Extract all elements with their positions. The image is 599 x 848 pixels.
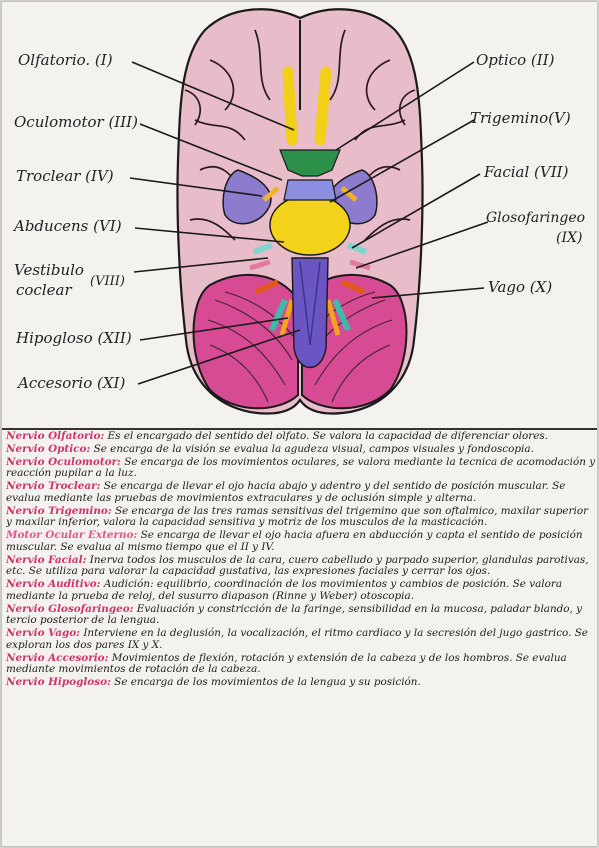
note-text: Se encarga de las tres ramas sensitivas … <box>6 504 589 529</box>
note-glosofaringeo: Nervio Glosofaringeo: Evaluación y const… <box>6 602 596 627</box>
note-text: Se encarga de los movimientos oculares, … <box>6 455 596 480</box>
note-title: Nervio Facial: <box>6 553 87 566</box>
note-optico: Nervio Optico: Se encarga de la visión s… <box>6 442 596 456</box>
temporal-lobe-left <box>222 169 272 225</box>
note-oculomotor: Nervio Oculomotor: Se encarga de los mov… <box>6 455 596 480</box>
olfactory-tract-left <box>282 66 298 146</box>
note-text: Se encarga de llevar el ojo hacia afuera… <box>6 529 583 553</box>
note-trigemino: Nervio Trigemino: Se encarga de las tres… <box>6 504 596 529</box>
note-title: Nervio Hipogloso: <box>6 676 111 689</box>
label-coclear: coclear <box>16 281 72 299</box>
brain-diagram <box>129 8 489 415</box>
note-title: Nervio Olfatorio: <box>6 431 105 442</box>
cerebellum-left <box>192 273 299 410</box>
section-divider <box>2 428 597 430</box>
note-text: Audición: equilibrio, coordinación de lo… <box>6 578 563 602</box>
note-title: Nervio Accesorio: <box>6 651 109 664</box>
note-text: Se encarga de la visión se evalua la agu… <box>93 442 534 455</box>
label-vestibulo-num: (VIII) <box>90 274 125 289</box>
note-text: Evaluación y constricción de la faringe,… <box>6 602 583 627</box>
label-troclear: Troclear (IV) <box>16 167 114 185</box>
label-vago: Vago (X) <box>488 278 553 296</box>
note-hipogloso: Nervio Hipogloso: Se encarga de los movi… <box>6 676 596 689</box>
label-hipogloso: Hipogloso (XII) <box>16 329 132 347</box>
medulla <box>291 257 329 368</box>
note-title: Nervio Vago: <box>6 627 80 640</box>
note-olfatorio: Nervio Olfatorio: Es el encargado del se… <box>6 431 596 443</box>
note-title: Nervio Auditivo: <box>6 578 101 591</box>
note-title: Nervio Optico: <box>6 442 91 455</box>
note-text: Es el encargado del sentido del olfato. … <box>107 431 549 442</box>
note-title: Nervio Glosofaringeo: <box>6 602 134 615</box>
note-text: Se encarga de llevar el ojo hacia abajo … <box>6 480 566 504</box>
note-motor-ocular-externo: Motor Ocular Externo: Se encarga de llev… <box>6 529 596 553</box>
note-troclear: Nervio Troclear: Se encarga de llevar el… <box>6 480 596 504</box>
note-title: Motor Ocular Externo: <box>6 529 138 542</box>
note-auditivo: Nervio Auditivo: Audición: equilibrio, c… <box>6 578 596 602</box>
note-facial: Nervio Facial: Inerva todos los musculos… <box>6 553 596 578</box>
note-title: Nervio Oculomotor: <box>6 455 121 468</box>
label-glosofaringeo-num: (IX) <box>556 230 583 246</box>
label-oculomotor: Oculomotor (III) <box>14 113 138 131</box>
label-vestibulo: Vestibulo <box>14 261 84 279</box>
notes-section: Nervio Olfatorio: Es el encargado del se… <box>6 431 596 843</box>
olfactory-tract-right <box>314 66 332 146</box>
label-trigemino: Trigemino(V) <box>470 109 571 127</box>
label-abducens: Abducens (VI) <box>14 217 122 235</box>
note-title: Nervio Trigemino: <box>6 504 112 517</box>
note-text: Inerva todos los musculos de la cara, cu… <box>6 553 589 578</box>
label-optico: Optico (II) <box>476 51 555 69</box>
note-text: Interviene en la deglusión, la vocalizac… <box>6 627 588 651</box>
optic-chiasm <box>279 149 341 177</box>
note-text: Movimientos de flexión, rotación y exten… <box>6 651 567 676</box>
label-accesorio: Accesorio (XI) <box>18 374 126 392</box>
pons <box>269 194 351 256</box>
note-title: Nervio Troclear: <box>6 480 101 493</box>
note-text: Se encarga de los movimientos de la leng… <box>114 676 421 689</box>
label-glosofaringeo: Glosofaringeo <box>486 210 586 226</box>
label-facial: Facial (VII) <box>484 163 569 181</box>
note-vago: Nervio Vago: Interviene en la deglusión,… <box>6 627 596 651</box>
note-accesorio: Nervio Accesorio: Movimientos de flexión… <box>6 651 596 676</box>
label-olfatorio: Olfatorio. (I) <box>18 51 113 69</box>
